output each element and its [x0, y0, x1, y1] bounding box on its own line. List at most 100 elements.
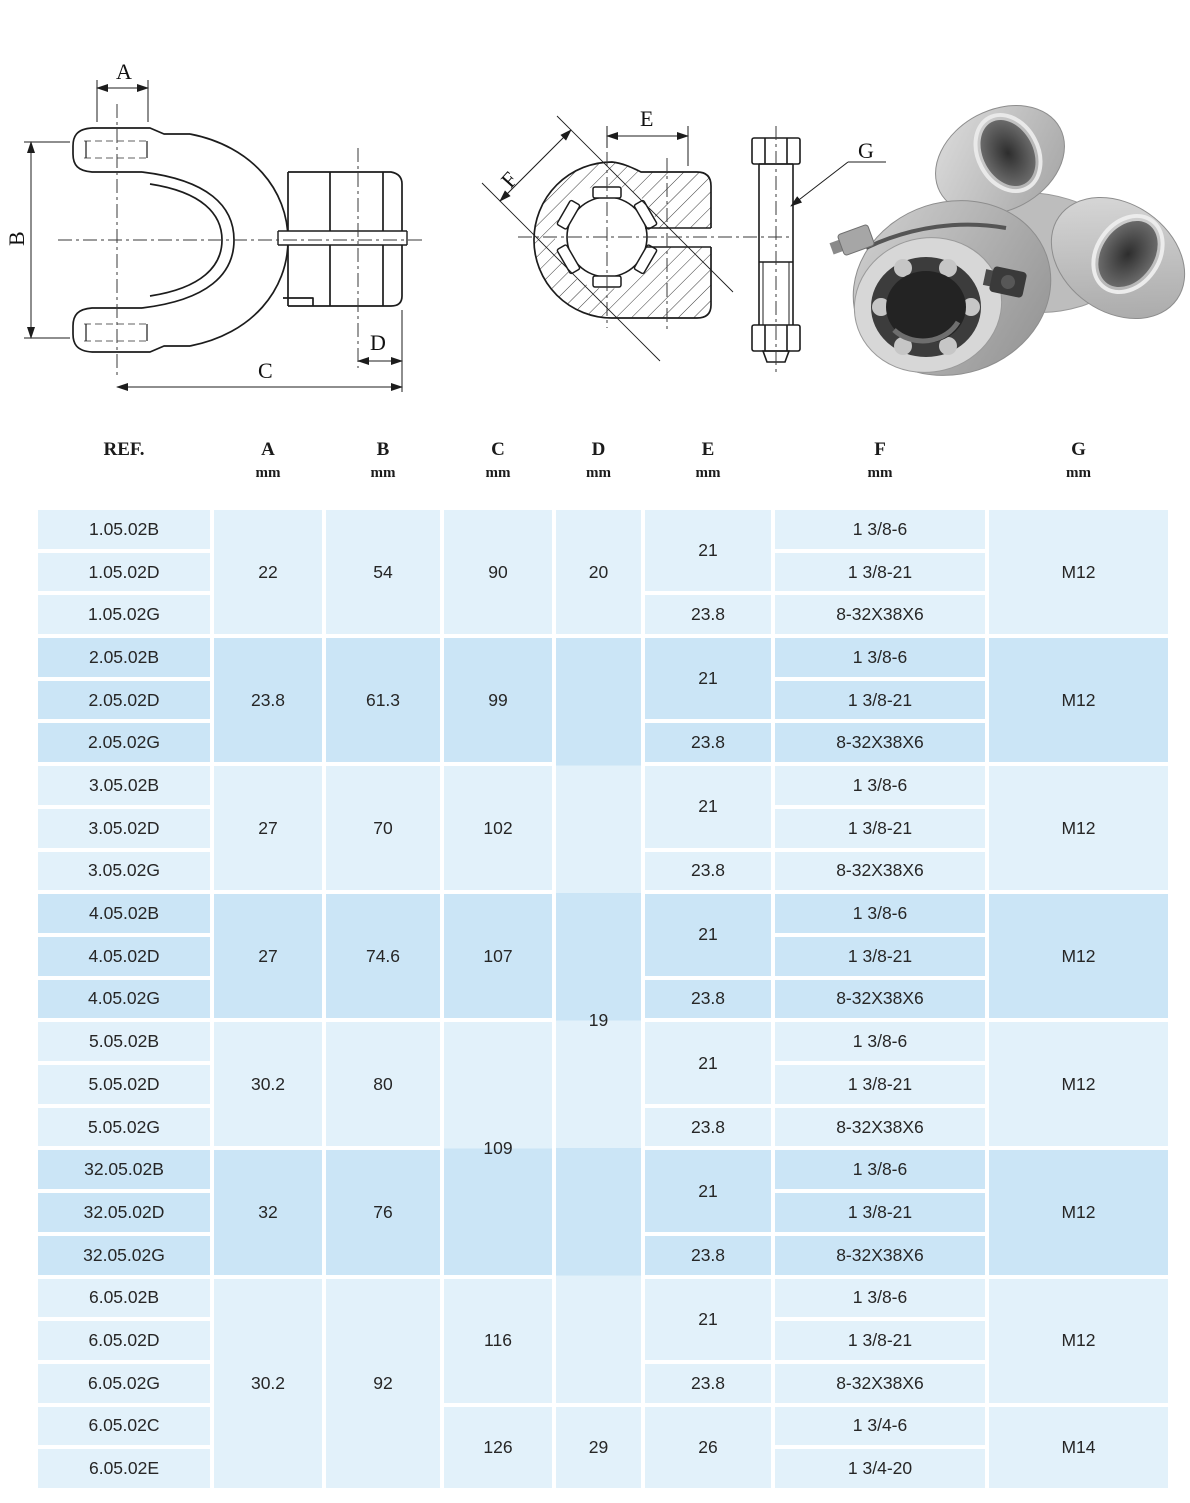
table-cell-ref: 4.05.02B [38, 894, 210, 933]
product-photo [829, 105, 1186, 376]
col-header-a: A mm [214, 436, 322, 483]
col-header-g-letter: G [1071, 439, 1086, 460]
table-cell-a: 23.8 [214, 638, 322, 763]
table-cell-e: 21 [645, 766, 771, 848]
table-cell-c: 90 [444, 510, 552, 635]
table-cell-e: 23.8 [645, 851, 771, 891]
table-cell-ref: 5.05.02D [38, 1065, 210, 1104]
table-cell-ref: 1.05.02D [38, 552, 210, 592]
col-header-f-letter: F [874, 439, 886, 460]
table-cell-c: 116 [444, 1278, 552, 1403]
table-cell-f: 8-32X38X6 [775, 595, 985, 635]
table-cell-g: M12 [989, 894, 1168, 1019]
table-cell-f: 8-32X38X6 [775, 851, 985, 891]
col-header-e-letter: E [701, 439, 715, 460]
col-header-c-letter: C [491, 439, 505, 460]
table-cell-c: 102 [444, 766, 552, 891]
table-cell-e: 21 [645, 638, 771, 720]
table-cell-d: 19 [556, 638, 641, 1403]
table-cell-e: 21 [645, 1150, 771, 1232]
table-cell-a: 30.2 [214, 1278, 322, 1488]
dim-label-e: E [640, 106, 653, 131]
table-cell-b: 80 [326, 1022, 440, 1147]
dim-label-a: A [116, 59, 132, 84]
col-header-d-letter: D [591, 439, 606, 460]
col-header-b-unit: mm [370, 465, 396, 481]
table-cell-ref: 6.05.02C [38, 1406, 210, 1446]
table-cell-ref: 4.05.02D [38, 936, 210, 976]
table-cell-c: 109 [444, 1022, 552, 1275]
yoke-front-view-drawing: A B C D [4, 59, 424, 392]
table-cell-ref: 6.05.02D [38, 1321, 210, 1360]
table-cell-ref: 5.05.02B [38, 1022, 210, 1062]
table-cell-f: 8-32X38X6 [775, 723, 985, 763]
table-cell-d: 29 [556, 1406, 641, 1488]
technical-drawings: A B C D [4, 59, 1186, 392]
table-cell-f: 1 3/8-21 [775, 552, 985, 592]
table-cell-a: 32 [214, 1150, 322, 1275]
table-cell-e: 26 [645, 1406, 771, 1488]
table-cell-f: 1 3/4-20 [775, 1449, 985, 1488]
col-header-c-unit: mm [485, 465, 511, 481]
table-cell-ref: 2.05.02D [38, 680, 210, 720]
table-cell-c: 107 [444, 894, 552, 1019]
table-cell-e: 23.8 [645, 723, 771, 763]
table-cell-b: 70 [326, 766, 440, 891]
table-cell-d: 20 [556, 510, 641, 635]
table-cell-ref: 3.05.02B [38, 766, 210, 805]
table-cell-b: 54 [326, 510, 440, 635]
table-cell-ref: 5.05.02G [38, 1107, 210, 1147]
col-header-ref-label: REF. [103, 439, 145, 460]
col-header-b: B mm [326, 436, 440, 483]
table-cell-g: M14 [989, 1406, 1168, 1488]
table-cell-e: 21 [645, 1278, 771, 1360]
table-cell-ref: 4.05.02G [38, 979, 210, 1019]
col-header-d: D mm [556, 436, 641, 483]
table-cell-b: 74.6 [326, 894, 440, 1019]
col-header-ref: REF. [38, 436, 210, 483]
spec-table-header: REF. A mm B mm C mm D mm E mm F mm G mm [38, 436, 1168, 483]
table-cell-ref: 6.05.02G [38, 1363, 210, 1403]
table-cell-f: 8-32X38X6 [775, 1107, 985, 1147]
table-cell-f: 1 3/8-21 [775, 808, 985, 848]
table-cell-f: 1 3/8-21 [775, 1193, 985, 1232]
table-cell-f: 1 3/8-21 [775, 1321, 985, 1360]
table-cell-g: M12 [989, 1150, 1168, 1275]
col-header-e-unit: mm [695, 465, 721, 481]
table-cell-e: 21 [645, 510, 771, 592]
table-cell-ref: 3.05.02D [38, 808, 210, 848]
table-cell-ref: 32.05.02G [38, 1235, 210, 1275]
table-cell-f: 1 3/8-21 [775, 936, 985, 976]
table-cell-ref: 3.05.02G [38, 851, 210, 891]
table-cell-e: 23.8 [645, 1235, 771, 1275]
table-cell-f: 1 3/8-21 [775, 1065, 985, 1104]
table-cell-b: 61.3 [326, 638, 440, 763]
table-cell-f: 1 3/8-6 [775, 894, 985, 933]
table-cell-a: 27 [214, 766, 322, 891]
col-header-a-letter: A [261, 439, 275, 460]
col-header-f-unit: mm [867, 465, 893, 481]
col-header-a-unit: mm [255, 465, 281, 481]
table-cell-e: 23.8 [645, 979, 771, 1019]
table-cell-b: 76 [326, 1150, 440, 1275]
table-cell-f: 1 3/8-21 [775, 680, 985, 720]
table-cell-f: 1 3/8-6 [775, 638, 985, 677]
col-header-b-letter: B [376, 439, 390, 460]
table-cell-a: 27 [214, 894, 322, 1019]
table-cell-e: 23.8 [645, 1107, 771, 1147]
table-cell-a: 30.2 [214, 1022, 322, 1147]
table-cell-e: 21 [645, 894, 771, 976]
table-cell-f: 8-32X38X6 [775, 1235, 985, 1275]
table-cell-c: 99 [444, 638, 552, 763]
table-cell-e: 23.8 [645, 1363, 771, 1403]
table-cell-a: 22 [214, 510, 322, 635]
table-cell-c: 126 [444, 1406, 552, 1488]
table-cell-e: 21 [645, 1022, 771, 1104]
table-cell-ref: 1.05.02G [38, 595, 210, 635]
table-cell-ref: 6.05.02E [38, 1449, 210, 1488]
table-cell-f: 8-32X38X6 [775, 1363, 985, 1403]
table-cell-g: M12 [989, 1022, 1168, 1147]
table-cell-f: 1 3/8-6 [775, 1150, 985, 1190]
